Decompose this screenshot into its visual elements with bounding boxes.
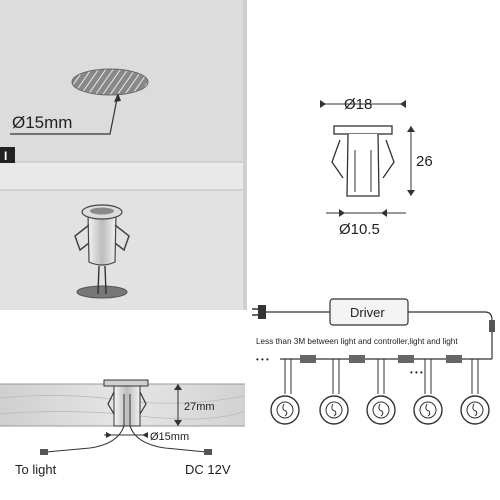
light-fixture-body	[87, 212, 117, 266]
bus-dots-left: • • •	[256, 355, 269, 364]
fixture-flange	[103, 379, 149, 387]
driver-label: Driver	[350, 305, 385, 320]
fixture-profile	[346, 133, 380, 197]
spring-clip-left	[74, 224, 90, 252]
depth-label: 27mm	[184, 401, 215, 413]
fixture-wires	[97, 265, 107, 295]
height-label: 26	[416, 153, 433, 170]
hole-label: Ø15mm	[150, 431, 189, 443]
power-plug	[258, 305, 266, 319]
panel-drill-hole: Ø15mm I	[0, 0, 247, 190]
wiring-diagram: Driver Less than 3M between light and co…	[252, 298, 495, 425]
light-unit	[270, 359, 300, 425]
to-light-label: To light	[15, 462, 57, 477]
light-unit	[366, 359, 396, 425]
hole-diameter-label: Ø15mm	[12, 113, 72, 132]
light-unit	[319, 359, 349, 425]
width-label: Ø18	[344, 96, 372, 113]
installation-cross-section: 27mm Ø15mm To light DC 12V	[0, 379, 246, 477]
bus-dots-middle: • • •	[410, 368, 423, 377]
panel-light-insert	[0, 189, 247, 310]
step-badge	[0, 147, 15, 163]
base-diameter-label: Ø10.5	[339, 221, 380, 238]
wire-to-light	[45, 425, 125, 453]
fixture-flange	[333, 125, 393, 135]
wire-to-power	[129, 425, 207, 453]
distance-note: Less than 3M between light and controlle…	[256, 337, 458, 346]
fixture-body	[113, 385, 141, 427]
hole-leader-line	[10, 93, 119, 135]
light-unit	[460, 359, 490, 425]
spring-clip-right	[114, 224, 130, 252]
dimension-drawing: Ø18 26 Ø10.5	[320, 96, 433, 238]
power-label: DC 12V	[185, 462, 231, 477]
light-unit	[413, 359, 443, 425]
drilled-hole	[71, 68, 149, 96]
step-badge-label: I	[4, 149, 7, 163]
